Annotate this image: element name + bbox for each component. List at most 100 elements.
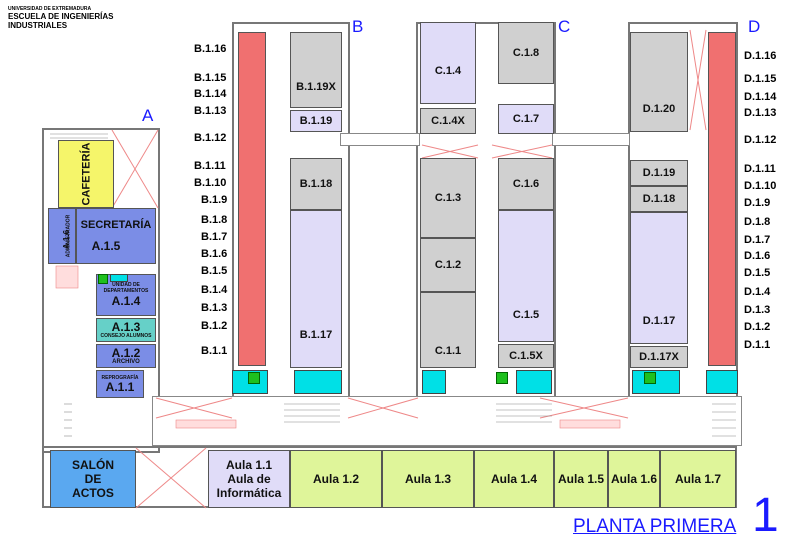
room-c11: C.1.1 <box>420 292 476 368</box>
main-corridor <box>152 396 742 446</box>
label-b111: B.1.11 <box>194 160 226 172</box>
room-b119x: B.1.19X <box>290 32 342 108</box>
label-b114: B.1.14 <box>194 88 227 100</box>
university-name: UNIVERSIDAD DE EXTREMADURA <box>8 6 92 12</box>
label-d12: D.1.2 <box>744 321 771 333</box>
label-d114: D.1.14 <box>744 91 777 103</box>
room-aula-1-1: Aula 1.1 Aula de Informática <box>208 450 290 508</box>
label-b12: B.1.2 <box>201 320 228 332</box>
label-b110: B.1.10 <box>194 177 227 189</box>
label-d13: D.1.3 <box>744 304 771 316</box>
label-d115: D.1.15 <box>744 73 777 85</box>
room-c13: C.1.3 <box>420 158 476 238</box>
a14-label: A.1.4 <box>111 294 141 308</box>
unidad-label: UNIDAD DE DEPARTAMENTOS <box>103 282 149 294</box>
room-cafeteria: CAFETERÍA <box>58 140 114 208</box>
room-c16: C.1.6 <box>498 158 554 210</box>
room-c15x: C.1.5X <box>498 344 554 368</box>
wing-d-offices-strip <box>708 32 736 366</box>
plan-title: PLANTA PRIMERA <box>573 516 737 537</box>
reprografia-label: REPROGRAFÍA <box>101 375 139 381</box>
label-b19: B.1.9 <box>201 194 228 206</box>
label-b13: B.1.3 <box>201 302 228 314</box>
plan-number: 1 <box>752 489 779 542</box>
label-d17: D.1.7 <box>744 234 771 246</box>
toilet-b2 <box>294 370 342 394</box>
cafeteria-label: CAFETERÍA <box>80 142 93 206</box>
room-secretaria: SECRETARÍA A.1.5 <box>76 208 156 264</box>
room-aula-1-4: Aula 1.4 <box>474 450 554 508</box>
room-c18: C.1.8 <box>498 22 554 84</box>
room-salon-de-actos: SALÓN DE ACTOS <box>50 450 136 508</box>
label-d116: D.1.16 <box>744 50 777 62</box>
label-d113: D.1.13 <box>744 107 777 119</box>
room-d117x: D.1.17X <box>630 346 688 368</box>
a13-label: A.1.3 <box>111 320 141 334</box>
a15-label: A.1.5 <box>91 239 121 253</box>
toilet-c2 <box>516 370 552 394</box>
bridge-b-c <box>340 133 420 146</box>
elevator-d <box>644 372 656 384</box>
a11-label: A.1.1 <box>105 380 135 394</box>
bridge-c-d <box>552 133 630 146</box>
elevator-a <box>98 274 108 284</box>
salon-line1: SALÓN <box>72 458 114 472</box>
toilet-d1 <box>632 370 680 394</box>
room-aula-1-6: Aula 1.6 <box>608 450 660 508</box>
room-b118: B.1.18 <box>290 158 342 210</box>
room-d119: D.1.19 <box>630 160 688 186</box>
title-block: UNIVERSIDAD DE EXTREMADURA ESCUELA DE IN… <box>8 6 114 30</box>
archivo-label: ARCHIVO <box>112 359 140 365</box>
room-a13: A.1.3 CONSEJO ALUMNOS <box>96 318 156 342</box>
secretaria-label: SECRETARÍA <box>80 219 152 231</box>
consejo-label: CONSEJO ALUMNOS <box>100 333 152 339</box>
room-d120: D.1.20 <box>630 32 688 132</box>
room-aula-1-3: Aula 1.3 <box>382 450 474 508</box>
wing-label-c: C <box>558 17 571 36</box>
label-d16: D.1.6 <box>744 250 771 262</box>
label-d112: D.1.12 <box>744 134 777 146</box>
label-d14: D.1.4 <box>744 286 771 298</box>
wing-b-offices-strip <box>238 32 266 366</box>
room-b119: B.1.19 <box>290 110 342 132</box>
room-c14: C.1.4 <box>420 22 476 104</box>
room-b117: B.1.17 <box>290 210 342 368</box>
toilet-a <box>110 274 128 282</box>
room-c15: C.1.5 <box>498 210 554 342</box>
room-d117: D.1.17 <box>630 212 688 344</box>
label-b113: B.1.13 <box>194 105 227 117</box>
aula11-line2: Aula de <box>227 472 271 486</box>
aula11-line3: Informática <box>216 486 282 500</box>
room-aula-1-2: Aula 1.2 <box>290 450 382 508</box>
wing-label-d: D <box>748 17 761 36</box>
label-b17: B.1.7 <box>201 231 228 243</box>
room-a12: A.1.2 ARCHIVO <box>96 344 156 368</box>
toilet-c1 <box>422 370 446 394</box>
a12-label: A.1.2 <box>111 346 141 360</box>
room-c14x: C.1.4X <box>420 108 476 134</box>
room-aula-1-7: Aula 1.7 <box>660 450 736 508</box>
label-d15: D.1.5 <box>744 267 771 279</box>
school-name-line2: INDUSTRIALES <box>8 21 68 30</box>
label-d19: D.1.9 <box>744 197 771 209</box>
wing-label-b: B <box>352 17 364 36</box>
a16-label: A.1.6 <box>62 229 72 250</box>
salon-line2: DE <box>84 472 102 486</box>
room-a11: REPROGRAFÍA A.1.1 <box>96 370 144 398</box>
label-b15: B.1.5 <box>201 265 228 277</box>
salon-line3: ACTOS <box>72 486 114 500</box>
room-c17: C.1.7 <box>498 104 554 134</box>
label-d111: D.1.11 <box>744 163 776 175</box>
label-b115: B.1.15 <box>194 72 227 84</box>
label-d11: D.1.1 <box>744 339 771 351</box>
label-b11: B.1.1 <box>201 345 228 357</box>
label-d18: D.1.8 <box>744 216 771 228</box>
label-b16: B.1.6 <box>201 248 228 260</box>
label-b116: B.1.16 <box>194 43 227 55</box>
wing-label-a: A <box>142 106 154 125</box>
toilet-d2 <box>706 370 738 394</box>
aula11-line1: Aula 1.1 <box>225 458 273 472</box>
label-d110: D.1.10 <box>744 180 777 192</box>
room-c12: C.1.2 <box>420 238 476 292</box>
